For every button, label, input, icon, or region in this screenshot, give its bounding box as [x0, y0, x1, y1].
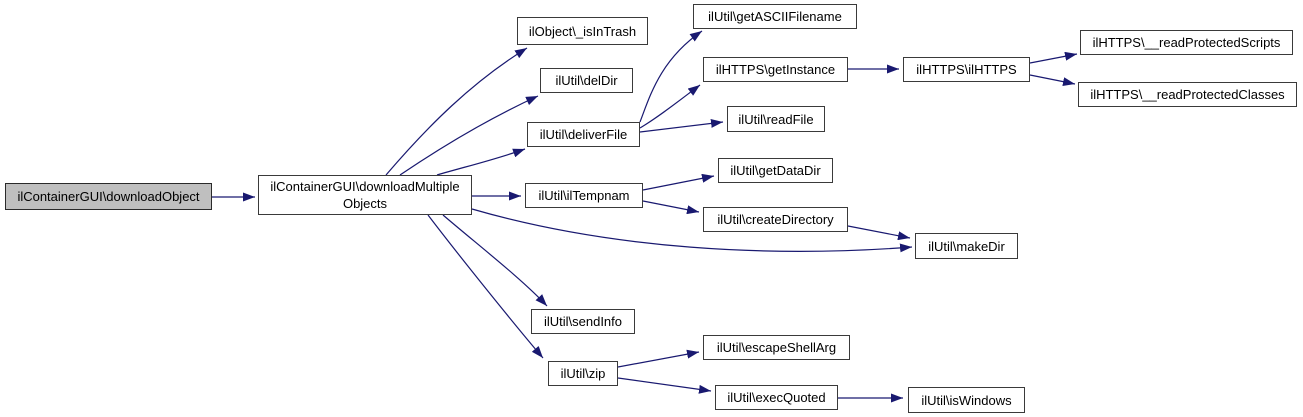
- edge-createDirectory-to-makeDir: [847, 225, 911, 241]
- edge-downloadMultipleObjects-to-zip: [427, 214, 544, 359]
- node-label: ilHTTPS\getInstance: [715, 62, 836, 77]
- node-makeDir[interactable]: ilUtil\makeDir: [915, 233, 1018, 259]
- node-sendInfo[interactable]: ilUtil\sendInfo: [531, 309, 635, 334]
- edge-deliverFile-to-readFile: [639, 118, 724, 133]
- node-delDir[interactable]: ilUtil\delDir: [540, 68, 633, 93]
- edge-zip-to-escapeShellArg: [617, 349, 700, 368]
- node-getInstance[interactable]: ilHTTPS\getInstance: [703, 57, 848, 82]
- node-label: ilHTTPS\__readProtectedClasses: [1090, 87, 1285, 102]
- node-label-line1: ilContainerGUI\downloadMultiple: [270, 179, 460, 194]
- edge-ilHTTPS-to-readProtectedClasses: [1029, 74, 1076, 87]
- node-label: ilUtil\createDirectory: [717, 212, 834, 227]
- node-downloadMultipleObjects[interactable]: ilContainerGUI\downloadMultiple Objects: [258, 175, 472, 215]
- edge-downloadMultipleObjects-to-isInTrash: [385, 47, 528, 176]
- edge-downloadMultipleObjects-to-sendInfo: [442, 214, 548, 307]
- node-getDataDir[interactable]: ilUtil\getDataDir: [718, 158, 833, 183]
- edge-deliverFile-to-getASCIIFilename: [639, 30, 703, 123]
- node-label: ilHTTPS\__readProtectedScripts: [1092, 35, 1281, 50]
- edge-ilTempnam-to-getDataDir: [642, 173, 715, 191]
- node-ilTempnam[interactable]: ilUtil\ilTempnam: [525, 183, 643, 208]
- node-readProtectedScripts[interactable]: ilHTTPS\__readProtectedScripts: [1080, 30, 1293, 55]
- node-getASCIIFilename[interactable]: ilUtil\getASCIIFilename: [693, 4, 857, 29]
- node-label: ilUtil\zip: [560, 366, 606, 381]
- node-label: ilUtil\makeDir: [928, 238, 1005, 254]
- node-label: ilObject\_isInTrash: [528, 23, 637, 39]
- node-label: ilHTTPS\ilHTTPS: [916, 62, 1017, 77]
- edge-deliverFile-to-getInstance: [639, 84, 701, 129]
- node-label: ilUtil\execQuoted: [727, 390, 826, 405]
- edge-downloadMultipleObjects-to-delDir: [399, 95, 539, 176]
- node-label: ilUtil\getASCIIFilename: [708, 9, 842, 24]
- node-readProtectedClasses[interactable]: ilHTTPS\__readProtectedClasses: [1078, 82, 1297, 107]
- node-label: ilUtil\ilTempnam: [538, 188, 630, 203]
- node-isInTrash[interactable]: ilObject\_isInTrash: [517, 17, 648, 45]
- node-execQuoted[interactable]: ilUtil\execQuoted: [715, 385, 838, 410]
- edge-downloadMultipleObjects-to-deliverFile: [436, 148, 526, 176]
- node-label: ilUtil\sendInfo: [543, 314, 623, 329]
- edge-ilHTTPS-to-readProtectedScripts: [1029, 51, 1078, 64]
- edge-ilTempnam-to-createDirectory: [642, 200, 700, 215]
- node-downloadObject[interactable]: ilContainerGUI\downloadObject: [5, 183, 212, 210]
- node-label: ilUtil\readFile: [738, 111, 814, 127]
- node-readFile[interactable]: ilUtil\readFile: [727, 106, 825, 132]
- node-isWindows[interactable]: ilUtil\isWindows: [908, 387, 1025, 413]
- node-label: ilUtil\escapeShellArg: [716, 340, 837, 355]
- node-zip[interactable]: ilUtil\zip: [548, 361, 618, 386]
- node-label: ilUtil\delDir: [555, 73, 618, 88]
- node-label: ilUtil\isWindows: [921, 392, 1012, 408]
- node-label: ilContainerGUI\downloadObject: [17, 189, 200, 204]
- node-label: ilUtil\deliverFile: [539, 127, 628, 142]
- node-ilHTTPS[interactable]: ilHTTPS\ilHTTPS: [903, 57, 1030, 82]
- node-deliverFile[interactable]: ilUtil\deliverFile: [527, 122, 640, 147]
- node-escapeShellArg[interactable]: ilUtil\escapeShellArg: [703, 335, 850, 360]
- node-label: ilUtil\getDataDir: [730, 163, 821, 178]
- node-createDirectory[interactable]: ilUtil\createDirectory: [703, 207, 848, 232]
- node-label-line2: Objects: [342, 196, 388, 211]
- edge-zip-to-execQuoted: [617, 377, 712, 394]
